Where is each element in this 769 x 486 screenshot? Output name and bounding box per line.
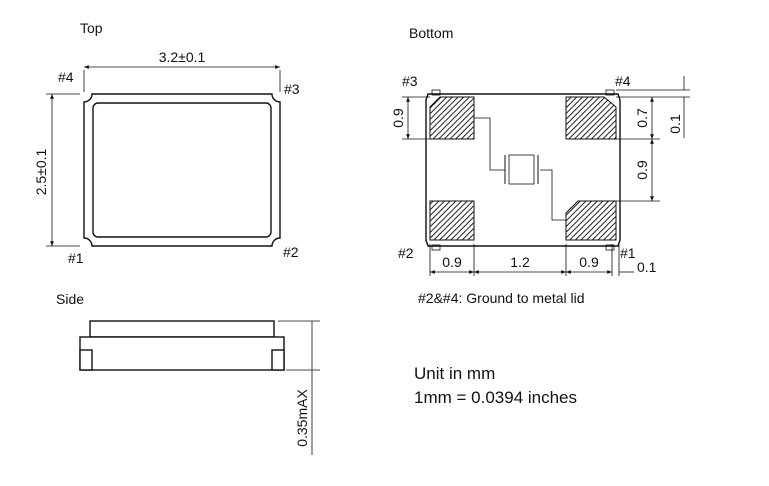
- top-view-title: Top: [80, 20, 103, 36]
- top-pin4-label: #4: [58, 69, 74, 85]
- top-view: Top 3.2±0.1 2.5±0.1 #4 #3 #2 #1: [33, 20, 300, 266]
- bottom-pin2-label: #2: [398, 245, 414, 261]
- bottom-pin4-label: #4: [615, 73, 631, 89]
- bottom-pad-1: [565, 200, 617, 241]
- bottom-pad-2: [429, 200, 475, 241]
- bottom-dim-pad-v-right: 0.7: [634, 108, 650, 128]
- side-body: [79, 336, 285, 371]
- bottom-dim-edge-bottom: 0.1: [637, 259, 657, 275]
- side-terminal-right: [271, 349, 285, 371]
- top-pin1-label: #1: [68, 250, 84, 266]
- units-line-2: 1mm = 0.0394 inches: [414, 388, 577, 407]
- top-package-lid: [92, 102, 272, 238]
- top-width-dim: 3.2±0.1: [159, 49, 206, 65]
- side-view-title: Side: [56, 291, 84, 307]
- bottom-dim-pad-v-left: 0.9: [390, 108, 406, 128]
- ground-note: #2&#4: Ground to metal lid: [418, 290, 585, 306]
- bottom-pin3-label: #3: [402, 73, 418, 89]
- bottom-pad-3: [429, 96, 475, 140]
- side-view: Side 0.35mAX: [56, 291, 320, 455]
- crystal-symbol: [508, 154, 535, 185]
- side-terminal-left: [79, 349, 93, 371]
- bottom-corner-lead-2: [431, 244, 441, 251]
- bottom-dim-gap-v: 0.9: [634, 160, 650, 180]
- bottom-pin1-label: #1: [620, 245, 636, 261]
- bottom-dim-edge-right: 0.1: [667, 114, 683, 134]
- bottom-view: Bottom #3 #4 #2 #1 0.9 1.: [390, 25, 690, 306]
- bottom-corner-lead-1: [605, 244, 615, 251]
- units-line-1: Unit in mm: [414, 364, 495, 383]
- bottom-view-title: Bottom: [409, 25, 453, 41]
- units-note: Unit in mm 1mm = 0.0394 inches: [414, 364, 577, 407]
- bottom-trace-left: [474, 117, 505, 171]
- bottom-corner-lead-4: [605, 89, 615, 96]
- top-pin3-label: #3: [284, 81, 300, 97]
- bottom-dim-pad-left: 0.9: [442, 254, 462, 270]
- bottom-trace-right: [540, 169, 566, 221]
- top-height-dim: 2.5±0.1: [33, 148, 49, 195]
- side-lid: [89, 320, 275, 338]
- top-pin2-label: #2: [283, 244, 299, 260]
- bottom-pad-4: [565, 96, 617, 140]
- side-height-dim: 0.35mAX: [294, 389, 310, 447]
- bottom-dim-pad-right: 0.9: [579, 254, 599, 270]
- bottom-dim-gap: 1.2: [510, 254, 530, 270]
- bottom-corner-lead-3: [431, 89, 441, 96]
